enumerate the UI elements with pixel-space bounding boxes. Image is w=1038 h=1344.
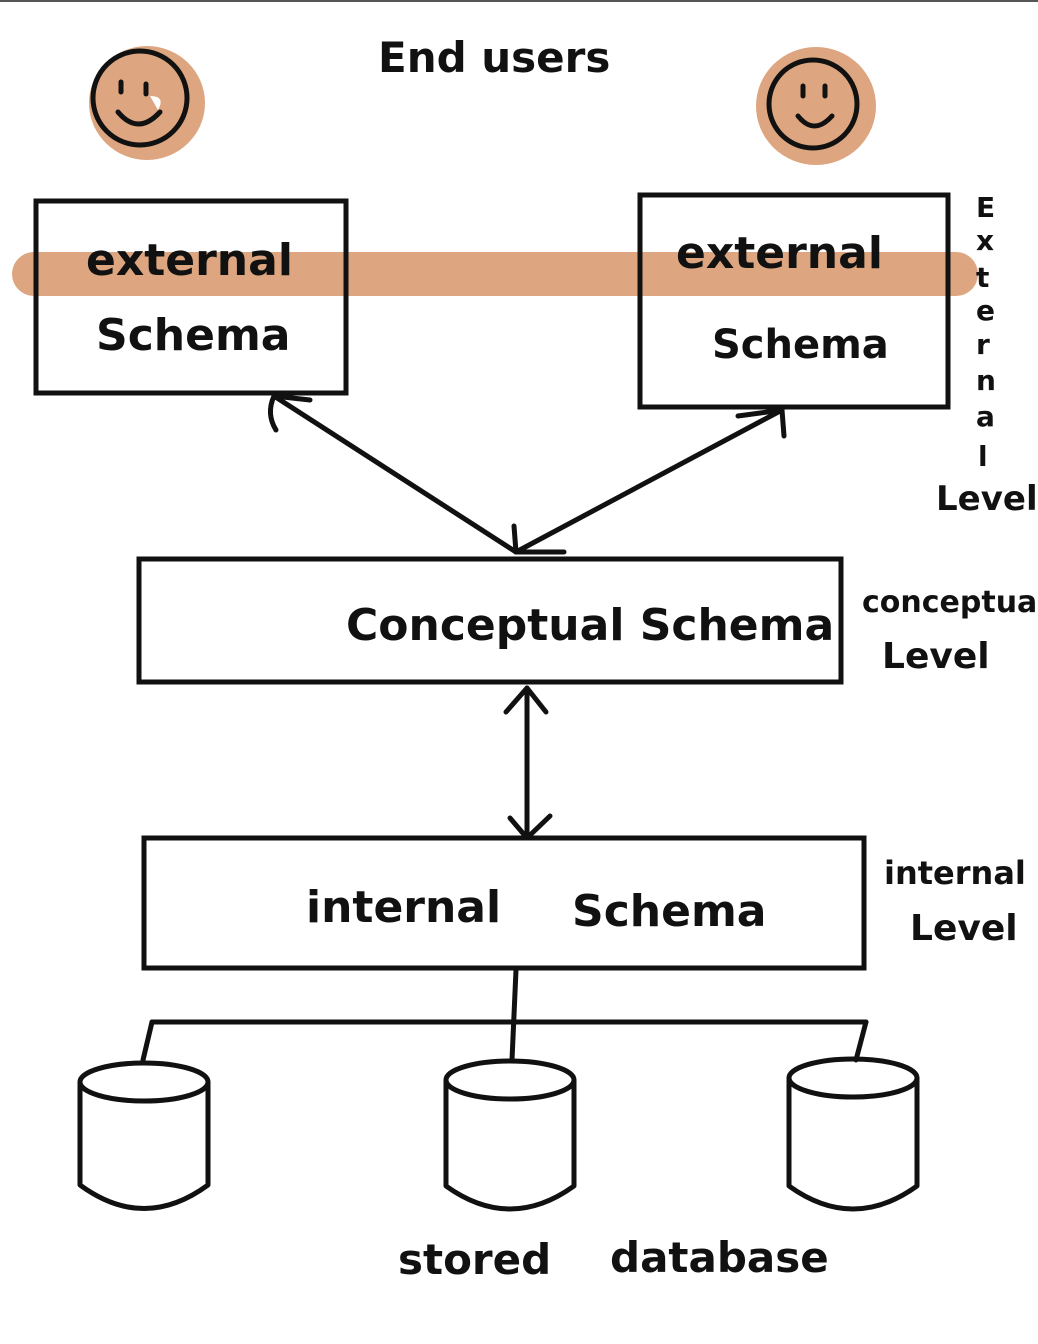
database-cylinder-icon <box>786 1056 920 1212</box>
external-schema-box-right <box>637 192 951 410</box>
arrowhead-conceptual-top <box>511 523 567 555</box>
stored-database-word1: stored <box>398 1235 551 1284</box>
arrow-conceptual-internal <box>503 685 553 841</box>
internal-schema-box <box>141 835 867 971</box>
external-schema-right-line2: Schema <box>712 322 889 368</box>
stored-database-word2: database <box>610 1233 829 1282</box>
internal-level-line2: Level <box>910 908 1018 949</box>
external-letter: e <box>976 294 995 327</box>
external-letter: x <box>976 224 994 257</box>
database-cylinder-icon <box>77 1060 211 1211</box>
external-letter: n <box>976 364 996 397</box>
external-schema-box-left <box>33 198 349 396</box>
user-right <box>756 47 876 165</box>
arrow-conceptual-to-external-left <box>268 393 519 555</box>
database-cylinder-icon <box>443 1058 577 1212</box>
external-schema-left-line1: external <box>86 235 293 286</box>
internal-level-line1: internal <box>884 854 1026 892</box>
external-letter: a <box>976 400 995 433</box>
external-schema-left-line2: Schema <box>96 310 290 361</box>
conceptual-level-line1: conceptual <box>862 585 1038 620</box>
internal-schema-word1: internal <box>306 882 501 933</box>
conceptual-schema-box <box>136 556 844 685</box>
external-level-highlight <box>12 252 978 296</box>
database-connectors <box>140 967 869 1063</box>
smiley-face-icon <box>89 46 205 160</box>
internal-schema-word2: Schema <box>572 886 766 937</box>
smiley-face-icon <box>756 47 876 165</box>
external-letter: t <box>976 261 989 294</box>
end-users-title: End users <box>378 33 610 82</box>
external-letter: E <box>976 191 995 224</box>
arrow-conceptual-to-external-right <box>513 407 787 555</box>
external-level-label: E x t e r n a l Level <box>936 191 1038 519</box>
external-letter: l <box>978 440 988 473</box>
conceptual-schema-label: Conceptual Schema <box>346 600 834 651</box>
external-level-word: Level <box>936 479 1038 519</box>
external-schema-right-line1: external <box>676 228 883 279</box>
conceptual-level-line2: Level <box>882 636 990 677</box>
user-left <box>89 46 205 160</box>
external-letter: r <box>976 328 990 361</box>
